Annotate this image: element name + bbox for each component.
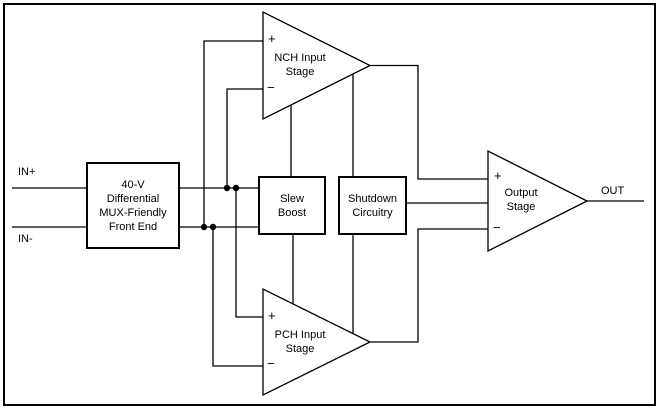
output-plus-sign: + bbox=[494, 168, 502, 183]
output-stage-triangle bbox=[487, 149, 589, 253]
in-plus-label: IN+ bbox=[18, 166, 36, 178]
nch-minus-sign: − bbox=[267, 80, 275, 95]
wire-pch-output bbox=[370, 228, 488, 343]
front-end-label: 40-V Differential MUX-Friendly Front End bbox=[87, 163, 179, 248]
nch-plus-sign: + bbox=[268, 31, 276, 46]
wire-pch-plus-feed bbox=[235, 188, 263, 318]
wire-nch-output bbox=[370, 64, 488, 180]
junction-dot bbox=[232, 184, 240, 192]
output-minus-sign: − bbox=[493, 220, 501, 235]
wire-nch-minus-feed bbox=[226, 88, 263, 188]
pch-input-stage-label: PCH Input Stage bbox=[253, 329, 347, 356]
nch-input-stage-triangle bbox=[262, 10, 372, 121]
output-label-line-2: Stage bbox=[506, 200, 536, 213]
front-end-label-line-1: 40-V bbox=[121, 178, 145, 191]
front-end-label-line-3: MUX-Friendly bbox=[99, 206, 167, 219]
wire-pch-minus-feed bbox=[212, 227, 263, 367]
shutdown-circuitry-label: Shutdown Circuitry bbox=[339, 177, 406, 234]
output-label-line-1: Output bbox=[504, 187, 538, 199]
pch-input-stage-triangle bbox=[262, 287, 372, 397]
shutdown-circuitry-box bbox=[338, 176, 407, 235]
shutdown-label-line-1: Shutdown bbox=[348, 192, 397, 205]
front-end-label-line-4: Front End bbox=[108, 220, 158, 233]
front-end-box bbox=[86, 162, 180, 249]
junction-dot bbox=[223, 184, 231, 192]
slew-boost-label-line-1: Slew bbox=[280, 192, 304, 205]
diagram-border bbox=[3, 3, 656, 406]
out-label: OUT bbox=[601, 185, 625, 197]
pch-label-line-2: Stage bbox=[285, 342, 315, 355]
junction-dot bbox=[200, 223, 208, 231]
nch-label-line-1: NCH Input bbox=[274, 52, 326, 64]
pch-label-line-1: PCH Input bbox=[274, 329, 326, 341]
nch-label-line-2: Stage bbox=[285, 65, 315, 78]
shutdown-label-line-2: Circuitry bbox=[352, 206, 393, 219]
front-end-label-line-2: Differential bbox=[106, 192, 160, 205]
wire-nch-plus-feed bbox=[203, 40, 263, 227]
slew-boost-label: Slew Boost bbox=[259, 177, 325, 234]
slew-boost-label-line-2: Boost bbox=[277, 206, 307, 219]
junction-dot bbox=[209, 223, 217, 231]
output-stage-label: Output Stage bbox=[481, 187, 561, 214]
nch-input-stage-label: NCH Input Stage bbox=[253, 52, 347, 79]
slew-boost-box bbox=[258, 176, 326, 235]
pch-plus-sign: + bbox=[268, 308, 276, 323]
in-minus-label: IN- bbox=[18, 233, 33, 245]
pch-minus-sign: − bbox=[267, 356, 275, 371]
